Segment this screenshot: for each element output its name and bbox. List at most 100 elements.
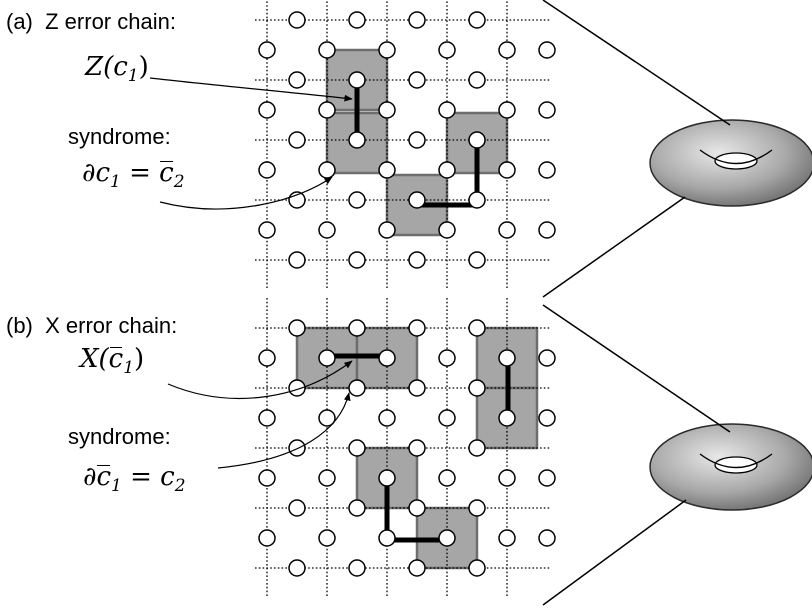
zoom-line-b-bottom bbox=[542, 499, 687, 606]
panel-a-tag: (a) bbox=[6, 9, 33, 34]
qubit-a-v3-1 bbox=[318, 221, 336, 239]
qubit-a-v0-4 bbox=[498, 41, 516, 59]
qubit-b-h0-3 bbox=[468, 319, 486, 337]
panel-a-title: (a) Z error chain: bbox=[6, 9, 176, 35]
qubit-b-h3-3 bbox=[468, 499, 486, 517]
qubit-a-v1-3 bbox=[438, 101, 456, 119]
panel-b-chain-label: X(c1) bbox=[80, 344, 144, 378]
qubit-b-v0-3 bbox=[438, 349, 456, 367]
arrow-chain-a bbox=[149, 77, 353, 102]
qubit-b-v0-5 bbox=[538, 349, 556, 367]
qubit-b-h1-0 bbox=[288, 379, 306, 397]
qubit-a-h2-3 bbox=[468, 131, 486, 149]
qubit-a-v0-5 bbox=[538, 41, 556, 59]
qubit-a-v2-3 bbox=[438, 161, 456, 179]
chain-label-a-text: Z(c bbox=[85, 52, 128, 82]
qubit-a-v2-4 bbox=[498, 161, 516, 179]
qubit-a-h3-1 bbox=[348, 191, 366, 209]
qubit-a-h0-2 bbox=[408, 11, 426, 29]
zoom-line-a-top bbox=[542, 0, 731, 126]
qubit-b-h4-3 bbox=[468, 559, 486, 577]
syn-b-lhs-var: c bbox=[96, 462, 112, 492]
qubit-a-v1-1 bbox=[318, 101, 336, 119]
qubit-b-v2-1 bbox=[318, 469, 336, 487]
arrow-syndrome-a bbox=[159, 176, 333, 210]
qubit-a-h2-2 bbox=[408, 131, 426, 149]
qubit-a-v2-5 bbox=[538, 161, 556, 179]
syn-b-lhs: ∂ bbox=[83, 462, 97, 492]
qubit-a-h0-1 bbox=[348, 11, 366, 29]
qubit-b-h1-3 bbox=[468, 379, 486, 397]
panel-b-title: (b) X error chain: bbox=[6, 313, 177, 339]
chain-label-b-text: X( bbox=[80, 344, 109, 374]
syn-b-lhs-sub: 1 bbox=[111, 476, 122, 496]
qubit-a-h4-1 bbox=[348, 251, 366, 269]
qubit-a-v1-2 bbox=[378, 101, 396, 119]
chain-label-b-var: c bbox=[108, 344, 124, 374]
qubit-a-v0-3 bbox=[438, 41, 456, 59]
qubit-a-v3-0 bbox=[258, 221, 276, 239]
panel-b-syndrome-eq: ∂c1 = c2 bbox=[83, 462, 186, 496]
qubit-b-v1-3 bbox=[438, 409, 456, 427]
qubit-a-v3-2 bbox=[378, 221, 396, 239]
qubit-b-h1-2 bbox=[408, 379, 426, 397]
panel-b-tag: (b) bbox=[6, 313, 33, 338]
qubit-a-h3-3 bbox=[468, 191, 486, 209]
qubit-a-v1-0 bbox=[258, 101, 276, 119]
panel-a-syndrome-eq: ∂c1 = c2 bbox=[82, 158, 185, 192]
qubit-a-h1-0 bbox=[288, 71, 306, 89]
panel-a-syndrome-title: syndrome: bbox=[68, 124, 171, 149]
torus-hole-b bbox=[714, 456, 758, 474]
qubit-b-h2-2 bbox=[408, 439, 426, 457]
qubit-b-h2-3 bbox=[468, 439, 486, 457]
qubit-b-h0-2 bbox=[408, 319, 426, 337]
qubit-b-h4-1 bbox=[348, 559, 366, 577]
qubit-a-v2-1 bbox=[318, 161, 336, 179]
chain-label-a-sub: 1 bbox=[127, 66, 139, 86]
panel-b-syndrome-title: syndrome: bbox=[68, 424, 171, 449]
qubit-b-v0-1 bbox=[318, 349, 336, 367]
arrow-syndrome-b bbox=[217, 392, 351, 469]
qubit-a-h0-3 bbox=[468, 11, 486, 29]
qubit-a-h4-2 bbox=[408, 251, 426, 269]
zoom-line-a-bottom bbox=[542, 196, 686, 298]
arrow-chain-b bbox=[167, 360, 353, 399]
qubit-b-v0-0 bbox=[258, 349, 276, 367]
torus-icon-b bbox=[649, 423, 812, 511]
qubit-a-v2-2 bbox=[378, 161, 396, 179]
qubit-b-v2-4 bbox=[498, 469, 516, 487]
chain-label-b-sub: 1 bbox=[123, 358, 135, 378]
zoom-line-b-top bbox=[542, 304, 731, 433]
qubit-b-h4-2 bbox=[408, 559, 426, 577]
qubit-b-h1-1 bbox=[348, 379, 366, 397]
qubit-b-v1-2 bbox=[378, 409, 396, 427]
qubit-b-h2-1 bbox=[348, 439, 366, 457]
qubit-b-h3-0 bbox=[288, 499, 306, 517]
qubit-b-v3-0 bbox=[258, 529, 276, 547]
qubit-a-v3-3 bbox=[438, 221, 456, 239]
qubit-b-v0-2 bbox=[378, 349, 396, 367]
qubit-b-v2-2 bbox=[378, 469, 396, 487]
qubit-a-h1-3 bbox=[468, 71, 486, 89]
qubit-a-h0-0 bbox=[288, 11, 306, 29]
panel-b-chain-type: X error chain: bbox=[45, 313, 178, 338]
qubit-b-h3-2 bbox=[408, 499, 426, 517]
qubit-b-h0-1 bbox=[348, 319, 366, 337]
qubit-b-v3-3 bbox=[438, 529, 456, 547]
torus-rim-b bbox=[699, 453, 773, 469]
syn-b-eq: = bbox=[121, 462, 161, 492]
syn-b-rhs: c bbox=[160, 462, 175, 492]
qubit-a-v1-4 bbox=[498, 101, 516, 119]
torus-rim-a bbox=[699, 149, 773, 165]
torus-hole-a bbox=[714, 152, 758, 170]
qubit-b-v0-4 bbox=[498, 349, 516, 367]
qubit-a-h4-0 bbox=[288, 251, 306, 269]
syn-a-lhs: ∂c bbox=[82, 158, 111, 188]
qubit-a-h4-3 bbox=[468, 251, 486, 269]
syn-a-eq: = bbox=[120, 158, 160, 188]
qubit-a-v2-0 bbox=[258, 161, 276, 179]
qubit-b-v2-3 bbox=[438, 469, 456, 487]
qubit-a-h2-1 bbox=[348, 131, 366, 149]
